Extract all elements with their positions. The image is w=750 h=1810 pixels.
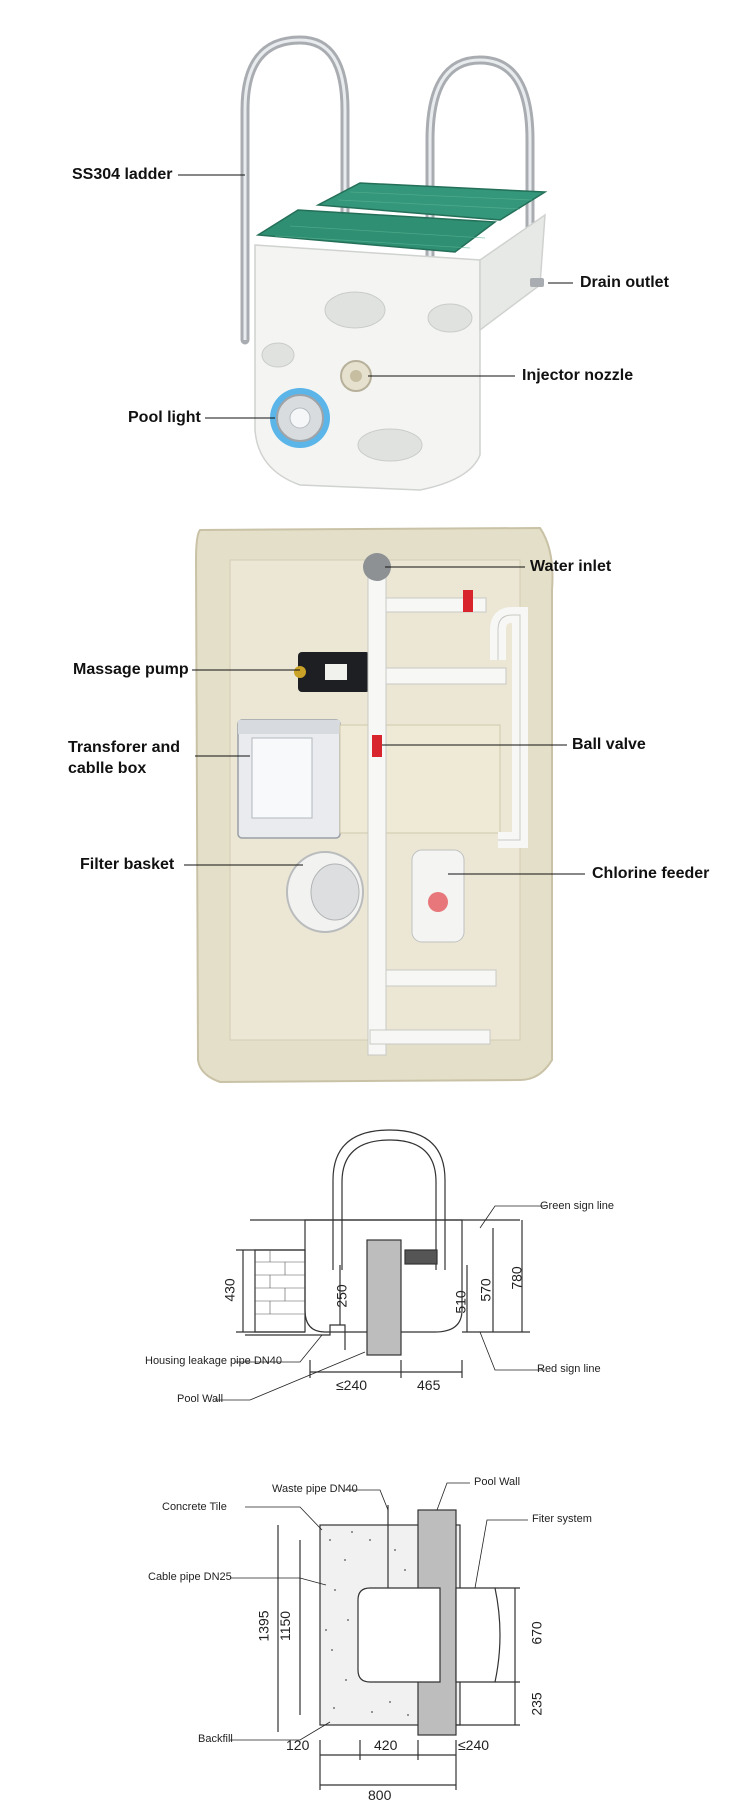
plan-view-linework — [230, 1482, 528, 1790]
label-waste-pipe: Waste pipe DN40 — [272, 1483, 358, 1495]
label-injector-nozzle: Injector nozzle — [522, 367, 634, 384]
side-section-linework — [215, 1129, 545, 1401]
side-section-drawing: Green sign line Red sign line Housing le… — [0, 1110, 750, 1440]
label-pool-light: Pool light — [128, 409, 201, 426]
dim-465: 465 — [417, 1377, 441, 1393]
product-interior-panel: Water inlet Massage pump Ball valve Tran… — [0, 520, 750, 1090]
label-transformer-line1: Transforer and — [68, 739, 181, 756]
dim-570: 570 — [477, 1278, 494, 1302]
label-red-sign-line: Red sign line — [537, 1363, 601, 1375]
label-backfill: Backfill — [198, 1733, 233, 1745]
dim-235: 235 — [528, 1692, 545, 1716]
label-cable-pipe: Cable pipe DN25 — [148, 1571, 232, 1583]
label-drain-outlet: Drain outlet — [580, 274, 669, 291]
label-concrete-tile: Concrete Tile — [162, 1501, 227, 1513]
label-ss304-ladder: SS304 ladder — [72, 166, 173, 183]
dim-670: 670 — [528, 1621, 545, 1645]
label-pool-wall: Pool Wall — [177, 1393, 224, 1405]
label-green-sign-line: Green sign line — [540, 1200, 614, 1212]
dim-120: 120 — [286, 1737, 310, 1753]
label-ball-valve: Ball valve — [572, 736, 646, 753]
label-filter-system: Fiter system — [532, 1513, 592, 1525]
dim-240: ≤240 — [458, 1737, 490, 1753]
label-pool-wall: Pool Wall — [474, 1476, 521, 1488]
product-interior-illustration — [184, 526, 585, 1084]
dim-430: 430 — [221, 1278, 238, 1302]
label-housing-leakage-pipe: Housing leakage pipe DN40 — [145, 1355, 282, 1367]
label-transformer-line2: cablle box — [68, 760, 147, 777]
dim-240: ≤240 — [336, 1377, 368, 1393]
product-exterior-panel: SS304 ladder Drain outlet Injector nozzl… — [0, 0, 750, 520]
label-massage-pump: Massage pump — [73, 661, 189, 678]
dim-1395: 1395 — [255, 1610, 272, 1642]
dim-800: 800 — [368, 1787, 392, 1803]
dim-510: 510 — [452, 1290, 469, 1314]
label-water-inlet: Water inlet — [530, 558, 612, 575]
dim-420: 420 — [374, 1737, 398, 1753]
label-chlorine-feeder: Chlorine feeder — [592, 865, 710, 882]
plan-view-drawing: Waste pipe DN40 Pool Wall Concrete Tile … — [0, 1440, 750, 1810]
product-exterior-illustration — [178, 35, 573, 491]
dim-1150: 1150 — [277, 1610, 294, 1642]
label-filter-basket: Filter basket — [80, 856, 175, 873]
dim-780: 780 — [508, 1266, 525, 1290]
dim-250: 250 — [333, 1284, 350, 1308]
